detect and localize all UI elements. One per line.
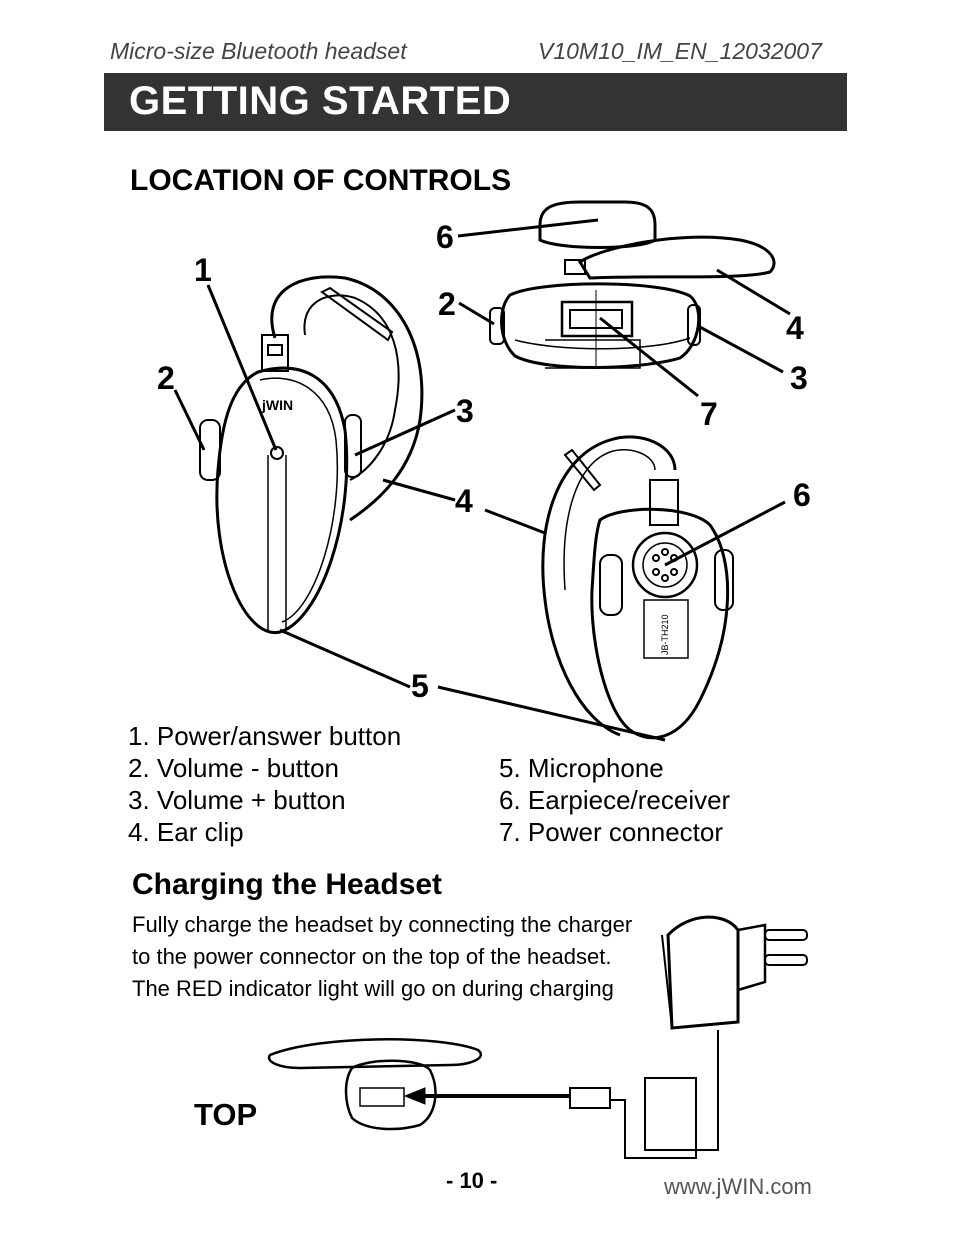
website-link: www.jWIN.com: [664, 1174, 812, 1199]
charging-top-view-headset: [267, 1038, 482, 1131]
callout-2-top: 2: [438, 286, 456, 322]
callout-6-back: 6: [793, 477, 811, 513]
legend-item: 3. Volume + button: [128, 785, 346, 815]
callout-5-front: 5: [411, 668, 429, 704]
header-doc-code: V10M10_IM_EN_12032007: [538, 38, 822, 64]
banner-title: GETTING STARTED: [129, 79, 512, 123]
controls-title: LOCATION OF CONTROLS: [130, 164, 512, 197]
brand-mark: jWIN: [261, 397, 293, 413]
callout-3-front: 3: [456, 393, 474, 429]
section-banner: GETTING STARTED: [104, 73, 847, 131]
callout-3-top: 3: [790, 360, 808, 396]
charging-body: Fully charge the headset by connecting t…: [132, 912, 633, 1001]
callout-6-top: 6: [436, 219, 454, 255]
callout-7-top: 7: [700, 396, 718, 432]
callout-4-top: 4: [786, 310, 804, 346]
callout-2-front: 2: [157, 360, 175, 396]
callout-leaders: [173, 218, 791, 742]
legend-item: 6. Earpiece/receiver: [499, 785, 731, 815]
top-label: TOP: [194, 1097, 258, 1132]
callout-4-front: 4: [455, 483, 473, 519]
top-view-headset: [489, 200, 776, 369]
legend-item: 7. Power connector: [499, 817, 724, 847]
back-view-headset: [541, 435, 734, 740]
legend-item: 4. Ear clip: [128, 817, 244, 847]
legend-left: 1. Power/answer button 2. Volume - butto…: [128, 720, 401, 848]
callout-1-front: 1: [194, 252, 212, 288]
legend-item: 1. Power/answer button: [128, 721, 402, 751]
header-title: Micro-size Bluetooth headset: [110, 38, 407, 64]
front-view-headset: [199, 275, 424, 634]
charging-title: Charging the Headset: [132, 868, 443, 901]
charger-illustration: [403, 915, 808, 1159]
legend-item: 5. Microphone: [499, 753, 664, 783]
model-label: JB-TH210: [660, 614, 670, 655]
page-number: - 10 -: [446, 1168, 498, 1193]
legend-item: 2. Volume - button: [128, 753, 340, 783]
legend-right: 5. Microphone 6. Earpiece/receiver 7. Po…: [499, 752, 730, 848]
